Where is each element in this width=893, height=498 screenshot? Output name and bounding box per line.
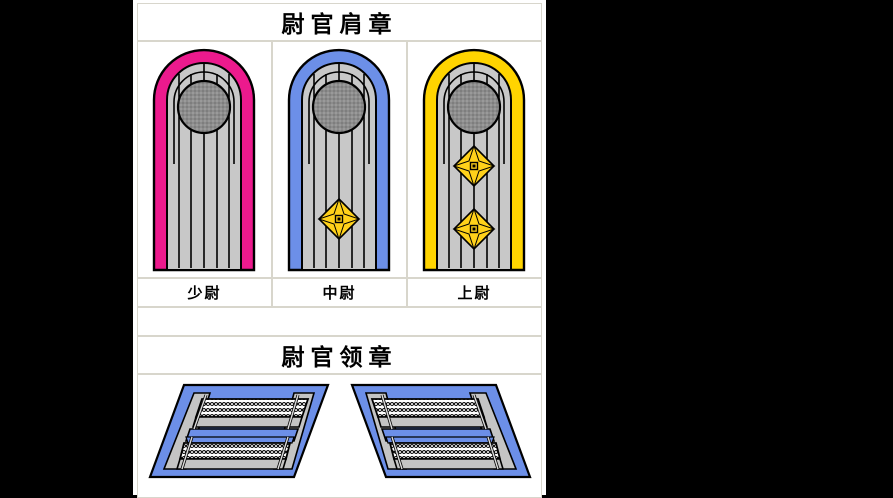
- shoulder-board-zhongwei: [283, 44, 395, 272]
- collar-patch-left: [147, 383, 330, 479]
- shoulder-title-row: 尉官肩章: [137, 3, 542, 41]
- collar-insignia-pair: [142, 377, 538, 489]
- spacer-cell: [137, 307, 542, 336]
- collar-insignia-row: [137, 374, 542, 498]
- board-button-icon: [312, 79, 367, 134]
- rank-label-shangwei: 上尉: [406, 278, 542, 307]
- content-panel: 尉官肩章: [133, 0, 546, 498]
- collar-section-title: 尉官领章: [137, 336, 542, 374]
- board-button-icon: [177, 79, 232, 134]
- board-star-icon: [452, 143, 497, 188]
- spacer-row: [137, 307, 542, 336]
- shoulder-board-cell-zhongwei[interactable]: [271, 41, 407, 278]
- shoulder-label-row: 少尉 中尉 上尉: [137, 278, 542, 307]
- shoulder-board-cell-shangwei[interactable]: [406, 41, 542, 278]
- rank-label-zhongwei: 中尉: [271, 278, 407, 307]
- shoulder-section-title: 尉官肩章: [137, 3, 542, 41]
- shoulder-board-row: [137, 41, 542, 278]
- rank-label-shaowei: 少尉: [137, 278, 272, 307]
- collar-title-row: 尉官领章: [137, 336, 542, 374]
- board-star-icon: [317, 196, 362, 241]
- shoulder-board-svg-shaowei: [153, 48, 256, 271]
- shoulder-board-cell-shaowei[interactable]: [137, 41, 272, 278]
- collar-insignia-cell[interactable]: [137, 374, 542, 498]
- shoulder-board-shangwei: [418, 44, 530, 272]
- board-inner-arc: [443, 70, 506, 164]
- shoulder-board-svg-shangwei: [423, 48, 526, 271]
- shoulder-board-shaowei: [148, 44, 260, 272]
- board-star-icon: [452, 206, 497, 251]
- board-inner-arc: [308, 70, 371, 164]
- shoulder-board-svg-zhongwei: [288, 48, 391, 271]
- board-inner-arc: [173, 70, 236, 164]
- board-button-icon: [447, 79, 502, 134]
- rank-insignia-table: 尉官肩章: [137, 3, 542, 498]
- collar-patch-right: [349, 383, 532, 479]
- collar-insignia-svg: [147, 383, 532, 479]
